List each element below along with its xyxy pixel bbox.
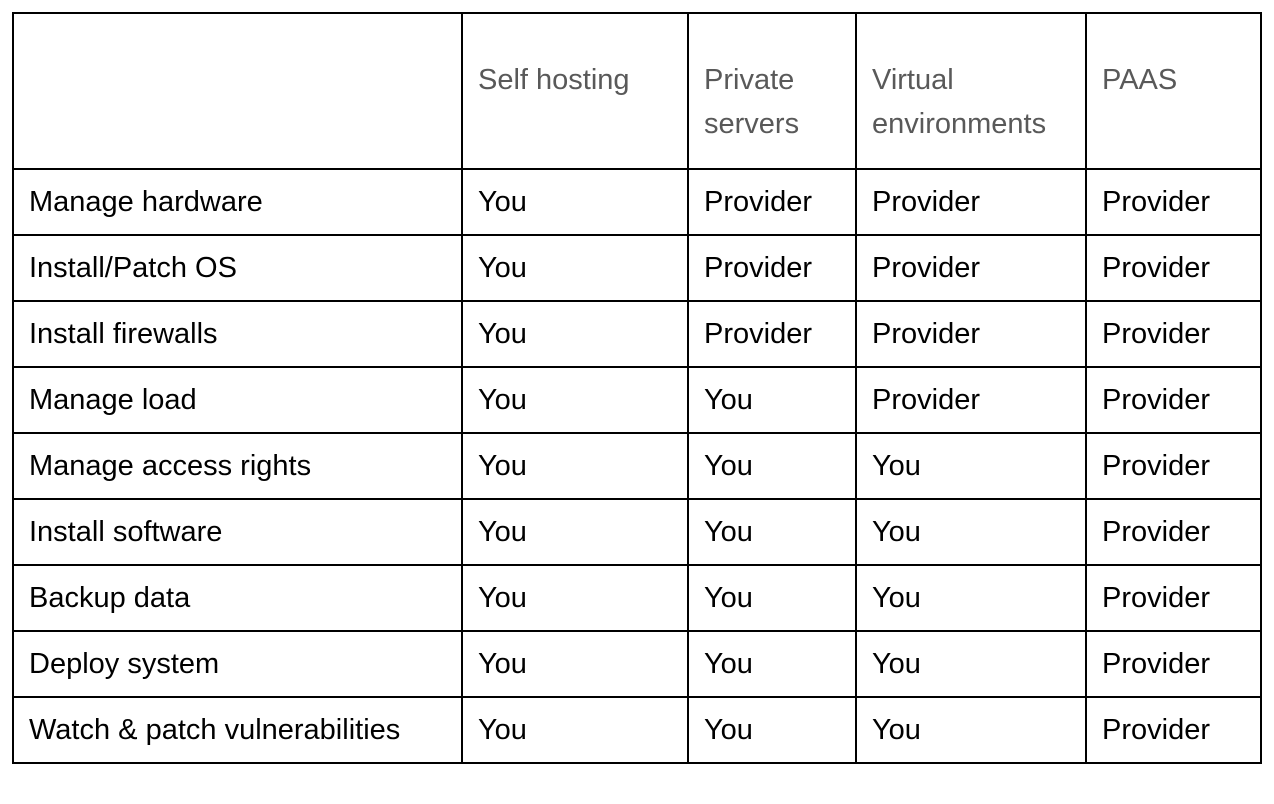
cell-virtual-environments: You [855, 696, 1087, 764]
header-cell-virtual-environments: Virtual environments [855, 12, 1087, 170]
table-row: Install firewalls You Provider Provider … [12, 300, 1262, 368]
cell-virtual-environments: Provider [855, 300, 1087, 368]
cell-virtual-environments: You [855, 432, 1087, 500]
header-cell-paas: PAAS [1085, 12, 1262, 170]
cell-virtual-environments: You [855, 564, 1087, 632]
table-row: Install/Patch OS You Provider Provider P… [12, 234, 1262, 302]
row-label: Deploy system [12, 630, 463, 698]
cell-virtual-environments: Provider [855, 168, 1087, 236]
cell-virtual-environments: You [855, 630, 1087, 698]
cell-paas: Provider [1085, 630, 1262, 698]
table-row: Install software You You You Provider [12, 498, 1262, 566]
header-cell-self-hosting: Self hosting [461, 12, 689, 170]
cell-virtual-environments: Provider [855, 366, 1087, 434]
cell-virtual-environments: Provider [855, 234, 1087, 302]
table-row: Backup data You You You Provider [12, 564, 1262, 632]
cell-self-hosting: You [461, 366, 689, 434]
cell-private-servers: Provider [687, 234, 857, 302]
cell-paas: Provider [1085, 168, 1262, 236]
table-row: Watch & patch vulnerabilities You You Yo… [12, 696, 1262, 764]
cell-self-hosting: You [461, 498, 689, 566]
row-label: Manage load [12, 366, 463, 434]
cell-self-hosting: You [461, 696, 689, 764]
responsibility-table: Self hosting Private servers Virtual env… [12, 12, 1262, 764]
row-label: Manage access rights [12, 432, 463, 500]
cell-self-hosting: You [461, 168, 689, 236]
cell-self-hosting: You [461, 300, 689, 368]
row-label: Backup data [12, 564, 463, 632]
cell-self-hosting: You [461, 432, 689, 500]
cell-paas: Provider [1085, 300, 1262, 368]
header-row: Self hosting Private servers Virtual env… [12, 12, 1262, 170]
header-cell-empty [12, 12, 463, 170]
cell-self-hosting: You [461, 630, 689, 698]
cell-private-servers: You [687, 432, 857, 500]
cell-paas: Provider [1085, 564, 1262, 632]
cell-paas: Provider [1085, 432, 1262, 500]
cell-private-servers: You [687, 498, 857, 566]
table-row: Manage access rights You You You Provide… [12, 432, 1262, 500]
row-label: Install firewalls [12, 300, 463, 368]
cell-private-servers: Provider [687, 168, 857, 236]
cell-private-servers: You [687, 564, 857, 632]
cell-paas: Provider [1085, 696, 1262, 764]
cell-paas: Provider [1085, 498, 1262, 566]
cell-self-hosting: You [461, 564, 689, 632]
cell-private-servers: You [687, 696, 857, 764]
row-label: Install software [12, 498, 463, 566]
row-label: Watch & patch vulnerabilities [12, 696, 463, 764]
cell-paas: Provider [1085, 234, 1262, 302]
header-cell-private-servers: Private servers [687, 12, 857, 170]
row-label: Install/Patch OS [12, 234, 463, 302]
cell-self-hosting: You [461, 234, 689, 302]
cell-private-servers: Provider [687, 300, 857, 368]
cell-virtual-environments: You [855, 498, 1087, 566]
table-row: Deploy system You You You Provider [12, 630, 1262, 698]
row-label: Manage hardware [12, 168, 463, 236]
table-row: Manage hardware You Provider Provider Pr… [12, 168, 1262, 236]
table-row: Manage load You You Provider Provider [12, 366, 1262, 434]
cell-private-servers: You [687, 366, 857, 434]
cell-paas: Provider [1085, 366, 1262, 434]
cell-private-servers: You [687, 630, 857, 698]
